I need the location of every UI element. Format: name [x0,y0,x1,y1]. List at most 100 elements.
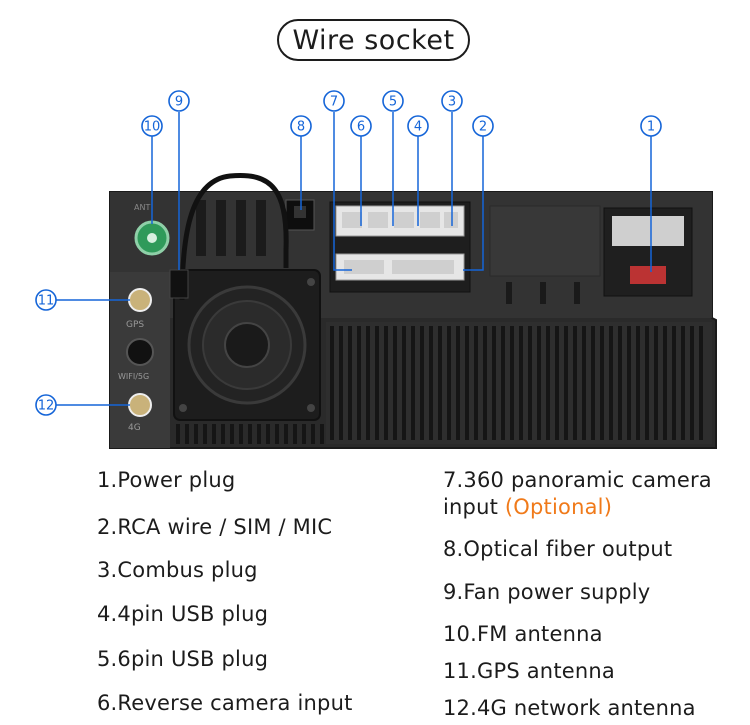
upper-vents [196,200,266,256]
callout-number: 5 [389,95,397,110]
fin [357,326,361,440]
fin [393,326,397,440]
fin [546,326,550,440]
fin [429,326,433,440]
fin [654,326,658,440]
fin [320,424,324,444]
fin [528,326,532,440]
fin [411,326,415,440]
fin [230,424,234,444]
fin [501,326,505,440]
callout-number: 2 [479,120,487,135]
fin [402,326,406,440]
fin [375,326,379,440]
fin [239,424,243,444]
callout-12: 12 [35,394,57,416]
legend-item-3: 3.Combus plug [97,558,258,582]
legend-item-2: 2.RCA wire / SIM / MIC [97,515,333,539]
callout-5: 5 [382,90,404,112]
fin-group [176,326,703,444]
fin [438,326,442,440]
4g-antenna-port [128,393,152,417]
callout-2: 2 [472,115,494,137]
fin [618,326,622,440]
page-title: Wire socket [277,19,470,61]
fin [474,326,478,440]
fin [348,326,352,440]
gps-antenna-port [128,288,152,312]
wifi-port [126,338,154,366]
fin [690,326,694,440]
fin [420,326,424,440]
fin [456,326,460,440]
fin [600,326,604,440]
optional-tag: (Optional) [504,495,613,519]
callout-number: 10 [144,120,161,135]
fin [330,326,334,440]
fin [284,424,288,444]
legend-item-7-line1: 7.360 panoramic camera [443,468,712,492]
fan-cable [179,172,289,301]
callout-3: 3 [441,90,463,112]
blank-panel [489,205,601,277]
legend-item-1: 1.Power plug [97,468,236,492]
fin [672,326,676,440]
callout-number: 9 [175,95,183,110]
svg-text:4G: 4G [128,423,141,433]
fin [609,326,613,440]
fin [339,326,343,440]
callout-1: 1 [640,115,662,137]
legend-item-5: 5.6pin USB plug [97,647,269,671]
callout-number: 3 [448,95,456,110]
fin [203,424,207,444]
power-label [630,266,666,284]
fin [627,326,631,440]
fin [266,424,270,444]
fin [537,326,541,440]
callout-8: 8 [290,115,312,137]
callout-6: 6 [350,115,372,137]
legend-item-9: 9.Fan power supply [443,580,651,604]
fin [311,424,315,444]
callout-10: 10 [141,115,163,137]
fin [366,326,370,440]
fin [591,326,595,440]
legend-item-12: 12.4G network antenna [443,696,696,720]
fin [573,326,577,440]
callout-number: 7 [330,95,338,110]
fin [293,424,297,444]
callout-4: 4 [407,115,429,137]
fin [510,326,514,440]
fin [185,424,189,444]
legend-item-10: 10.FM antenna [443,622,603,646]
legend-item-7-text: input [443,495,505,519]
legend-item-6: 6.Reverse camera input [97,691,353,715]
callout-number: 4 [414,120,422,135]
callout-number: 6 [357,120,365,135]
fin [564,326,568,440]
fin [302,424,306,444]
fin [212,424,216,444]
svg-text:ANT: ANT [134,203,150,212]
fin [636,326,640,440]
legend-item-8: 8.Optical fiber output [443,537,673,561]
fin [465,326,469,440]
fin [447,326,451,440]
fin [483,326,487,440]
callout-7: 7 [323,90,345,112]
fin [221,424,225,444]
callout-9: 9 [168,90,190,112]
fan-hub [224,322,270,368]
svg-text:WIFI/5G: WIFI/5G [118,372,149,381]
callout-number: 1 [647,120,655,135]
fin [248,424,252,444]
svg-text:GPS: GPS [126,320,144,330]
fin [492,326,496,440]
callout-number: 12 [38,399,55,414]
callout-lines [56,112,652,406]
fin [699,326,703,440]
fin [275,424,279,444]
legend-item-7-line2: input (Optional) [443,494,612,520]
fin [519,326,523,440]
